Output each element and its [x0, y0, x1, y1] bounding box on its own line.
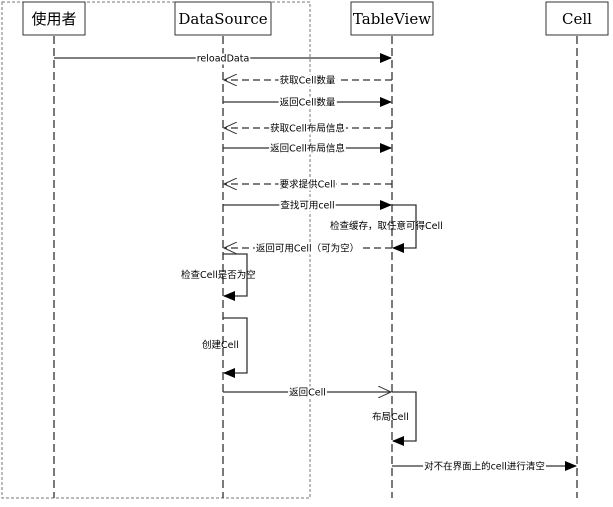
message-label: 检查Cell是否为空	[181, 269, 256, 281]
message-13: 布局Cell	[372, 391, 417, 446]
actor-box	[174, 1, 272, 36]
label-background	[278, 178, 337, 191]
message-12: 返回Cell	[223, 387, 391, 399]
message-7: 查找可用cell	[223, 199, 392, 212]
message-3: 返回Cell数量	[223, 96, 392, 109]
actor-datasource: DataSource	[174, 1, 272, 36]
message-label: 创建Cell	[202, 339, 239, 351]
label-background	[288, 386, 327, 399]
message-5: 返回Cell布局信息	[223, 142, 392, 155]
message-8: 检查缓存，取任意可得Cell	[330, 204, 443, 253]
message-label: 返回Cell	[289, 387, 326, 399]
label-background	[278, 74, 337, 87]
actor-box	[350, 1, 434, 36]
message-label: 对不在界面上的cell进行清空	[424, 461, 545, 473]
message-label: 检查缓存，取任意可得Cell	[330, 220, 443, 232]
message-label: 获取Cell布局信息	[270, 123, 345, 135]
label-background	[195, 53, 251, 65]
actor-user: 使用者	[22, 1, 86, 36]
message-4: 获取Cell布局信息	[224, 123, 392, 135]
label-background	[279, 199, 336, 212]
self-message-arrow	[392, 204, 417, 253]
label-background	[423, 460, 546, 473]
self-message-arrow	[223, 317, 248, 378]
label-background	[269, 122, 346, 135]
actor-box	[22, 1, 86, 36]
actor-box	[545, 1, 609, 36]
actor-tableview: TableView	[350, 1, 434, 36]
message-9: 返回可用Cell（可为空）	[224, 243, 392, 255]
message-6: 要求提供Cell	[224, 179, 392, 191]
actor-label: 使用者	[31, 10, 76, 28]
message-label: reloadData	[197, 54, 250, 65]
actor-label: DataSource	[178, 10, 267, 28]
actor-label: TableView	[353, 10, 431, 28]
message-11: 创建Cell	[202, 317, 248, 378]
self-message-arrow	[392, 391, 417, 446]
actor-label: Cell	[562, 10, 592, 28]
message-10: 检查Cell是否为空	[181, 253, 256, 301]
message-label: 要求提供Cell	[280, 179, 336, 191]
label-background	[269, 142, 346, 155]
message-1: reloadData	[54, 53, 392, 65]
label-background	[278, 96, 337, 109]
label-background	[254, 242, 361, 255]
message-label: 获取Cell数量	[280, 75, 336, 87]
message-label: 返回可用Cell（可为空）	[256, 243, 359, 255]
message-label: 查找可用cell	[280, 200, 334, 212]
actor-cell: Cell	[545, 1, 609, 36]
self-message-arrow	[223, 253, 248, 301]
message-label: 返回Cell布局信息	[270, 143, 345, 155]
message-2: 获取Cell数量	[224, 75, 392, 87]
message-14: 对不在界面上的cell进行清空	[392, 460, 577, 473]
message-label: 布局Cell	[372, 411, 409, 423]
message-label: 返回Cell数量	[280, 97, 336, 109]
